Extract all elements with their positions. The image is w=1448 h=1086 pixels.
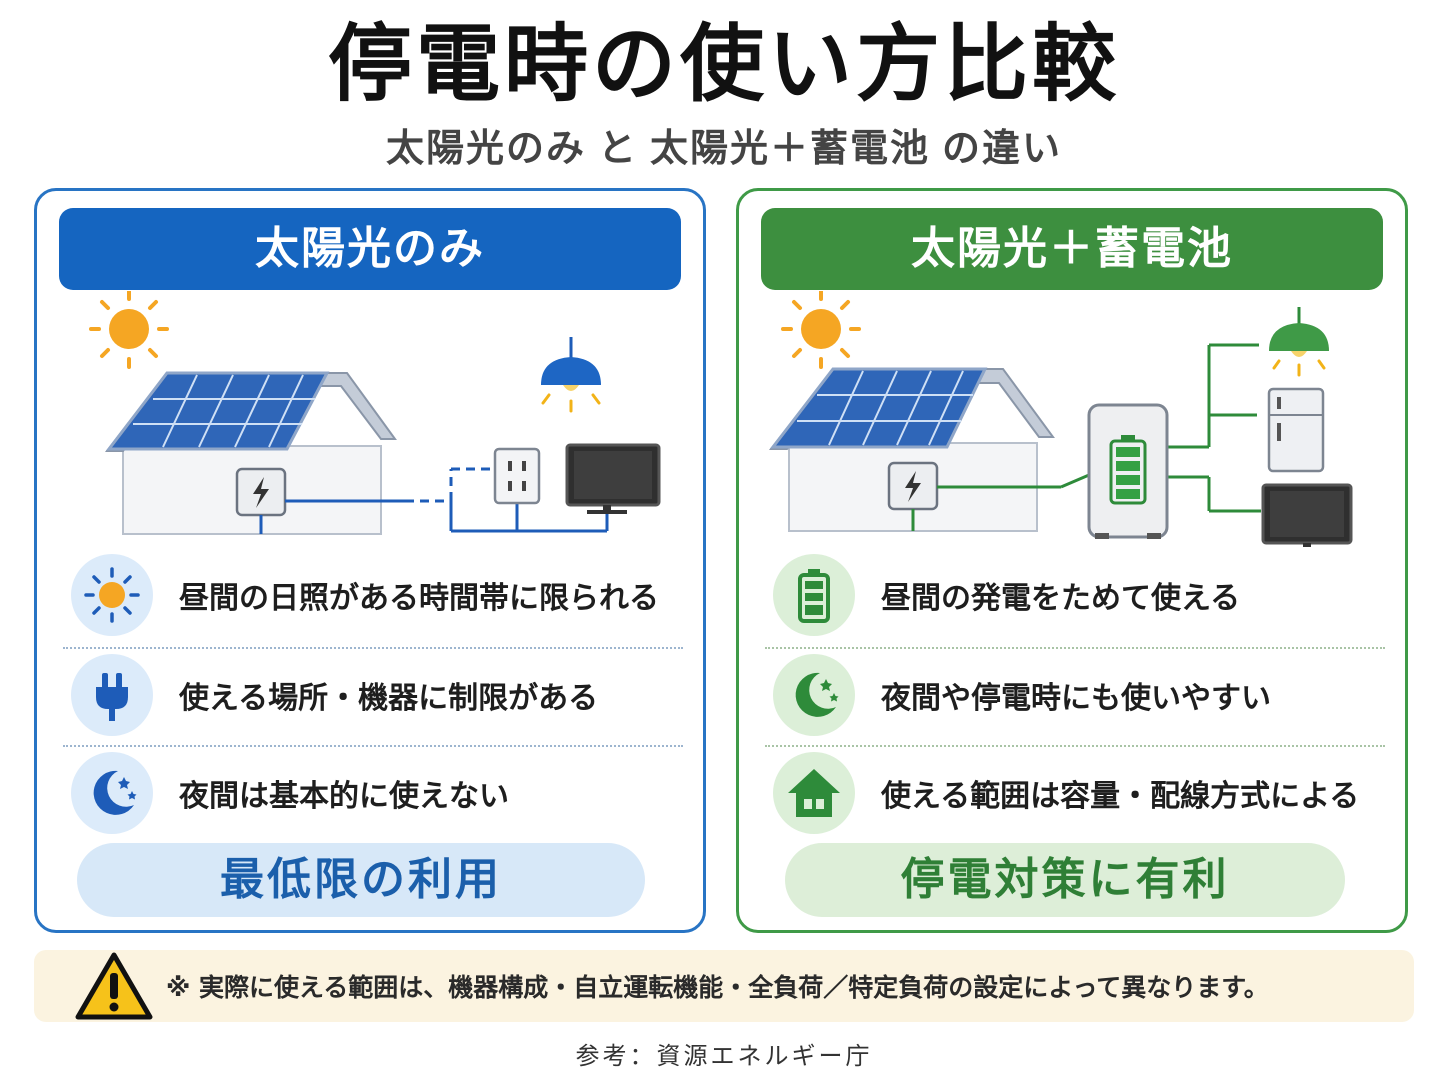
divider xyxy=(765,745,1385,747)
lamp-icon xyxy=(1269,307,1329,377)
divider xyxy=(63,647,683,649)
item-text: 使える範囲は容量・配線方式による xyxy=(881,779,1360,814)
sun-icon xyxy=(781,291,861,369)
refrigerator-icon xyxy=(1267,387,1325,473)
tv-icon xyxy=(565,443,661,514)
list-item: 昼間の日照がある時間帯に限られる xyxy=(71,553,681,637)
list-item: 昼間の発電をためて使える xyxy=(773,553,1383,637)
item-text: 昼間の発電をためて使える xyxy=(881,581,1241,616)
subtitle-solar-battery: 太陽光＋蓄電池 xyxy=(650,126,931,170)
subtitle-end: の違い xyxy=(942,126,1063,170)
item-text: 昼間の日照がある時間帯に限られる xyxy=(179,581,659,616)
solar-battery-illustration xyxy=(768,291,1353,547)
moon-icon xyxy=(773,654,855,736)
item-text: 夜間や停電時にも使いやすい xyxy=(881,681,1271,716)
divider xyxy=(63,745,683,747)
solar-battery-summary: 停電対策に有利 xyxy=(785,843,1345,917)
divider xyxy=(765,647,1385,649)
house-icon xyxy=(773,752,855,834)
power-conditioner-icon xyxy=(887,461,939,511)
battery-unit-icon xyxy=(1087,403,1169,539)
solar-battery-header: 太陽光＋蓄電池 xyxy=(761,208,1383,290)
list-item: 夜間は基本的に使えない xyxy=(71,751,681,835)
sun-icon xyxy=(89,291,169,369)
outlet-icon xyxy=(493,447,541,505)
note-text: ※ 実際に使える範囲は、機器構成・自立運転機能・全負荷／特定負荷の設定によって異… xyxy=(166,973,1269,1002)
list-item: 夜間や停電時にも使いやすい xyxy=(773,653,1383,737)
solar-only-header: 太陽光のみ xyxy=(59,208,681,290)
item-text: 使える場所・機器に制限がある xyxy=(179,681,599,716)
solar-battery-panel: 太陽光＋蓄電池 xyxy=(736,188,1408,933)
caution-note: ※ 実際に使える範囲は、機器構成・自立運転機能・全負荷／特定負荷の設定によって異… xyxy=(34,950,1414,1022)
subtitle-join: と xyxy=(597,126,638,170)
power-conditioner-icon xyxy=(235,467,287,517)
plug-icon xyxy=(71,654,153,736)
list-item: 使える場所・機器に制限がある xyxy=(71,653,681,737)
lamp-icon xyxy=(541,337,601,413)
page-subtitle: 太陽光のみと太陽光＋蓄電池の違い xyxy=(0,122,1448,174)
list-item: 使える範囲は容量・配線方式による xyxy=(773,751,1383,835)
warning-icon xyxy=(75,952,153,1020)
sun-icon xyxy=(71,554,153,636)
subtitle-solar-only: 太陽光のみ xyxy=(385,126,586,170)
moon-icon xyxy=(71,752,153,834)
battery-icon xyxy=(773,554,855,636)
item-text: 夜間は基本的に使えない xyxy=(179,779,509,814)
solar-only-summary: 最低限の利用 xyxy=(77,843,645,917)
source-credit: 参考：資源エネルギー庁 xyxy=(575,1042,873,1070)
solar-only-panel: 太陽光のみ xyxy=(34,188,706,933)
solar-only-illustration xyxy=(89,291,661,535)
tv-icon xyxy=(1261,483,1353,547)
page-title: 停電時の使い方比較 xyxy=(327,15,1120,113)
